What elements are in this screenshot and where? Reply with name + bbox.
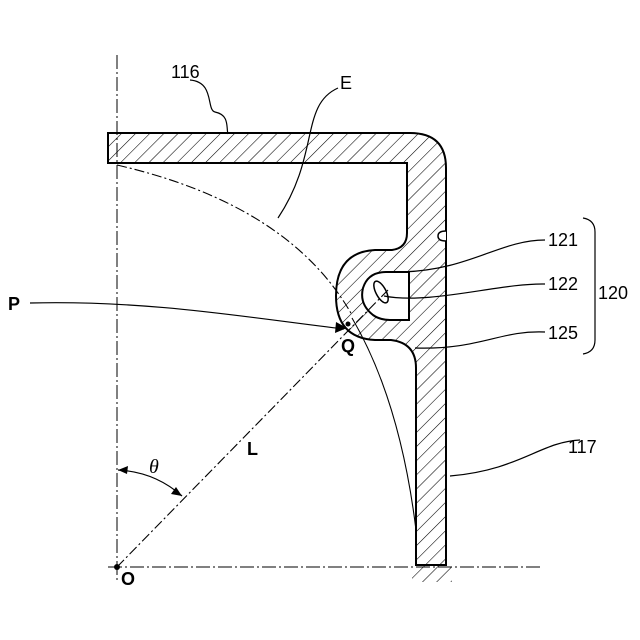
label-p: P xyxy=(8,294,20,314)
label-121: 121 xyxy=(548,230,578,250)
outer-notch xyxy=(438,231,446,241)
leader-116 xyxy=(190,80,228,134)
label-theta: θ xyxy=(149,456,159,478)
label-e: E xyxy=(340,73,352,93)
arc-continuation xyxy=(352,318,416,530)
label-l: L xyxy=(247,439,258,459)
label-q: Q xyxy=(341,336,355,356)
label-116: 116 xyxy=(171,62,200,82)
radius-line-l xyxy=(117,290,388,567)
wall-bottom-cut xyxy=(412,566,452,582)
leader-p xyxy=(30,303,344,329)
label-o: O xyxy=(121,569,135,589)
wall-section xyxy=(108,133,446,565)
arc-e xyxy=(117,165,352,315)
point-q xyxy=(346,322,351,327)
origin-point xyxy=(114,564,120,570)
label-120: 120 xyxy=(598,283,628,303)
leader-117 xyxy=(450,440,580,476)
label-117: 117 xyxy=(568,437,597,457)
label-122: 122 xyxy=(548,274,578,294)
label-125: 125 xyxy=(548,323,578,343)
bracket-120 xyxy=(583,218,595,354)
theta-arrow-left xyxy=(118,466,128,474)
